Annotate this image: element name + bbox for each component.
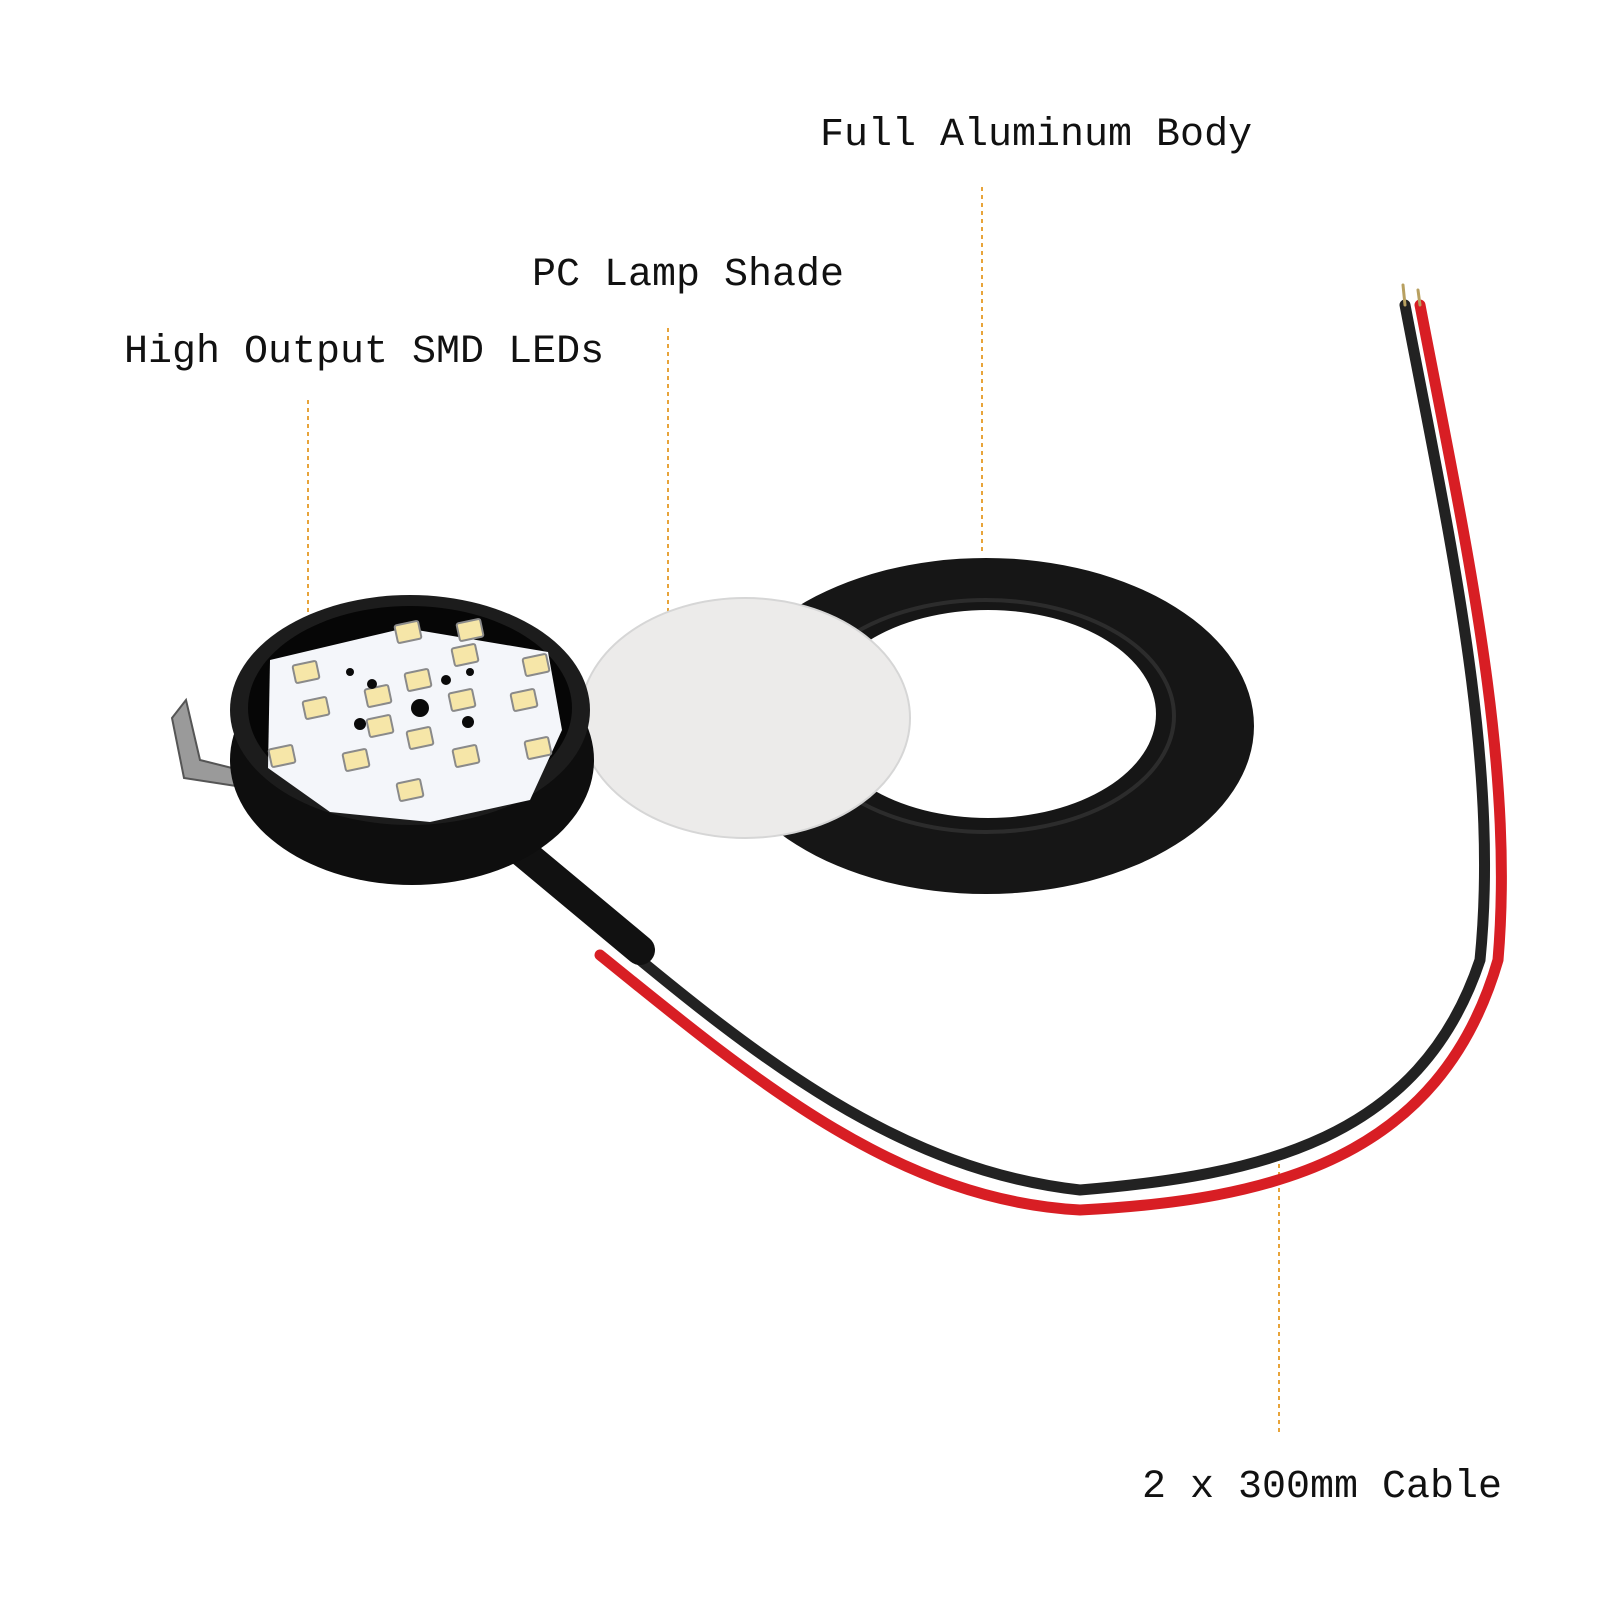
led-chip: [393, 620, 423, 644]
wire-red: [594, 299, 1507, 1216]
led-chips: [267, 618, 553, 802]
cable: [505, 283, 1507, 1216]
led-chip: [521, 653, 551, 677]
led-chip: [455, 618, 485, 642]
led-board: [268, 628, 562, 822]
led-chip: [341, 748, 371, 772]
callout-shade-label: PC Lamp Shade: [532, 253, 845, 298]
led-chip: [451, 744, 481, 768]
led-chip: [403, 668, 433, 692]
wire-tip-red: [1416, 288, 1422, 307]
board-hole: [466, 668, 474, 676]
led-chip: [301, 696, 331, 720]
callout-leds-label: High Output SMD LEDs: [124, 330, 605, 375]
board-hole: [354, 718, 366, 730]
led-chip: [450, 643, 480, 667]
cable-sleeve: [505, 835, 655, 965]
wire-tip-black: [1401, 283, 1407, 307]
led-chip: [395, 778, 425, 802]
led-chip: [291, 660, 321, 684]
board-holes: [346, 668, 474, 730]
callout-cable-label: 2 x 300mm Cable: [1142, 1465, 1503, 1510]
led-chip: [523, 736, 553, 760]
led-chip: [509, 688, 539, 712]
board-hole: [367, 679, 377, 689]
board-hole: [462, 716, 474, 728]
board-hole: [346, 668, 354, 676]
led-chip: [363, 684, 393, 708]
board-hole: [441, 675, 451, 685]
led-chip: [405, 726, 435, 750]
wire-black: [604, 299, 1491, 1196]
led-housing: [170, 595, 594, 885]
board-hole: [411, 699, 429, 717]
callout-body-label: Full Aluminum Body: [820, 113, 1253, 158]
led-chip: [447, 688, 477, 712]
mounting-clip: [170, 697, 242, 788]
lamp-shade: [579, 597, 911, 839]
led-chip: [365, 714, 395, 738]
led-chip: [267, 744, 297, 768]
